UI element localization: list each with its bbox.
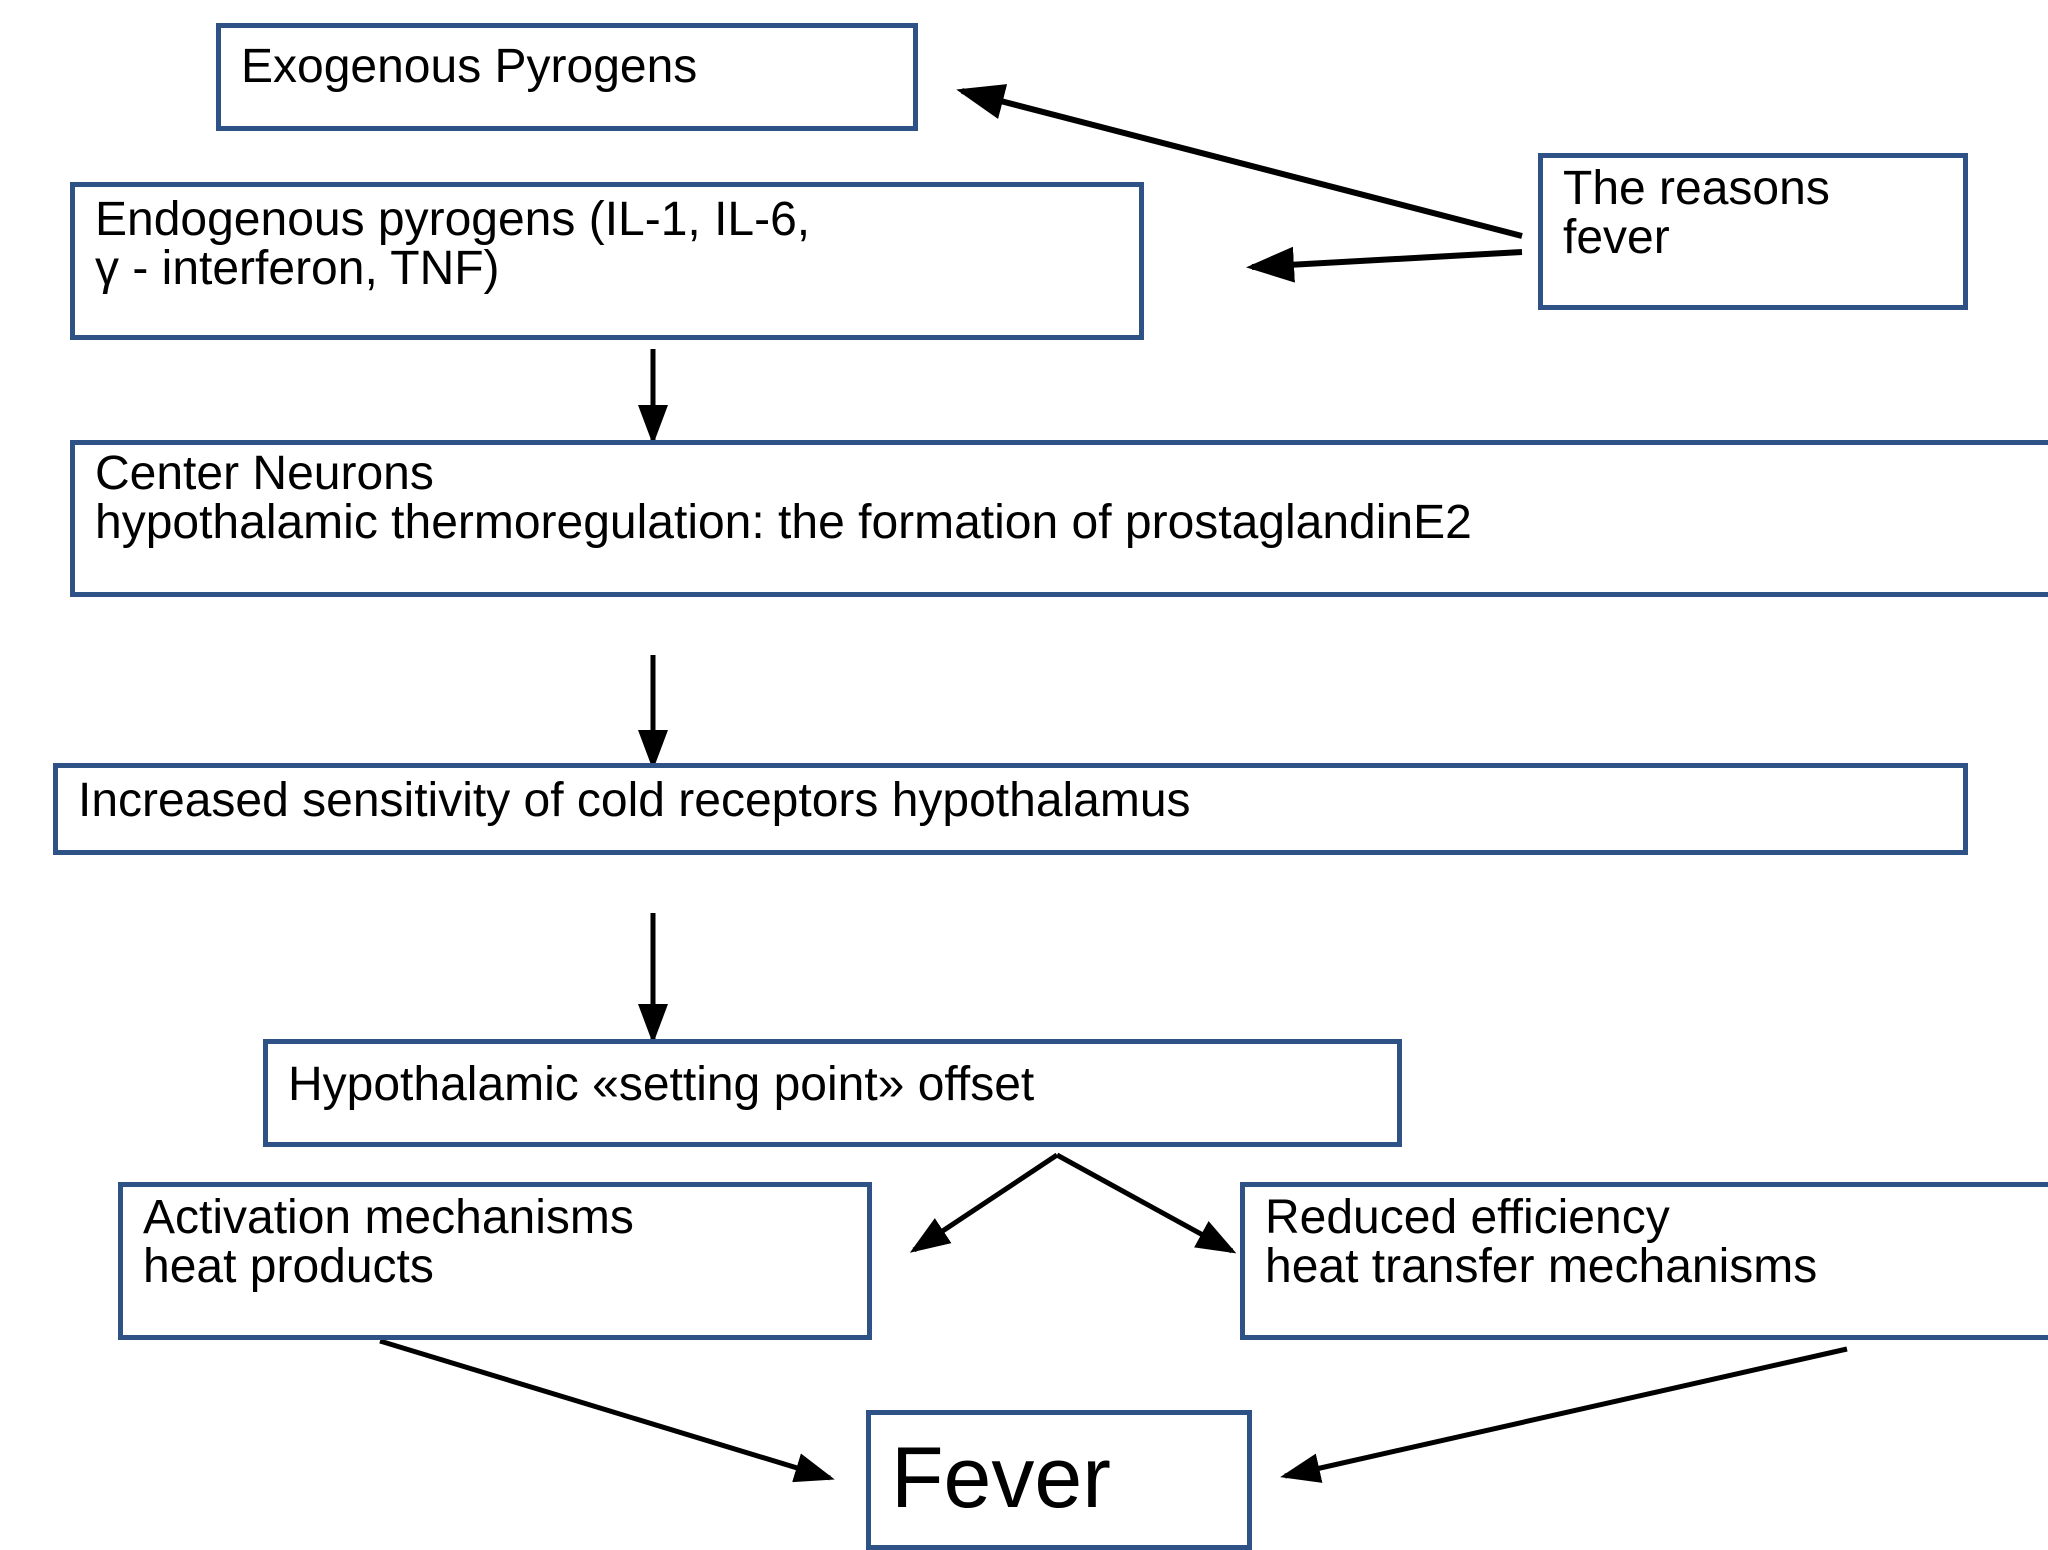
exogenous-pyrogens-text: Exogenous Pyrogens (241, 40, 698, 93)
cold-receptors-text: Increased sensitivity of cold receptors … (78, 774, 1191, 827)
arrow-reasons-to-exogenous (956, 84, 1523, 239)
reasons-fever-box: The reasons fever (1538, 153, 1968, 310)
reasons-fever-line-1: The reasons (1563, 162, 1830, 215)
activation-mechanisms-line-2: heat products (143, 1240, 434, 1293)
arrow-activation-to-fever (379, 1338, 835, 1483)
activation-mechanisms-line-1: Activation mechanisms (143, 1191, 634, 1244)
activation-mechanisms-box: Activation mechanisms heat products (118, 1182, 872, 1340)
exogenous-pyrogens-box: Exogenous Pyrogens (216, 23, 918, 131)
arrow-setting-to-reduced (1055, 1152, 1237, 1254)
center-neurons-box: Center Neurons hypothalamic thermoregula… (70, 440, 2048, 597)
fever-text: Fever (891, 1430, 1111, 1526)
center-neurons-line-2: hypothalamic thermoregulation: the forma… (95, 496, 1472, 549)
arrow-reasons-to-endogenous (1246, 246, 1523, 283)
setting-point-box: Hypothalamic «setting point» offset (263, 1039, 1402, 1147)
setting-point-text: Hypothalamic «setting point» offset (288, 1058, 1035, 1111)
arrow-setting-to-activation (909, 1152, 1059, 1253)
reduced-efficiency-line-1: Reduced efficiency (1265, 1191, 1670, 1244)
reasons-fever-line-2: fever (1563, 211, 1670, 264)
fever-box: Fever (866, 1410, 1252, 1550)
endogenous-pyrogens-box: Endogenous pyrogens (IL-1, IL-6, γ - int… (70, 182, 1144, 340)
reduced-efficiency-box: Reduced efficiency heat transfer mechani… (1240, 1182, 2048, 1340)
center-neurons-line-1: Center Neurons (95, 447, 434, 500)
endogenous-pyrogens-line-1: Endogenous pyrogens (IL-1, IL-6, (95, 193, 811, 246)
reduced-efficiency-line-2: heat transfer mechanisms (1265, 1240, 1818, 1293)
cold-receptors-box: Increased sensitivity of cold receptors … (53, 763, 1968, 855)
endogenous-pyrogens-line-2: γ - interferon, TNF) (95, 242, 500, 295)
arrow-reduced-to-fever (1280, 1346, 1848, 1483)
